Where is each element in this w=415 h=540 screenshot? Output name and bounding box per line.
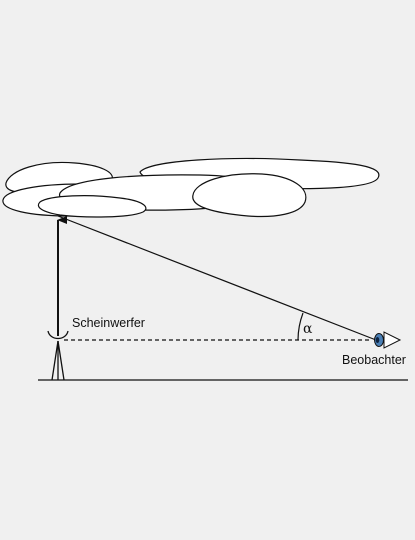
angle-alpha-label: α (303, 321, 313, 337)
searchlight-label: Scheinwerfer (72, 316, 145, 330)
observer-label: Beobachter (342, 353, 406, 367)
searchlight-icon (47, 330, 69, 381)
cloud-right-front (192, 173, 307, 218)
line-of-sight (57, 215, 377, 341)
cloud-layer (2, 157, 380, 218)
angle-arc (297, 312, 304, 341)
cloud-lower-mid (37, 195, 147, 218)
observer-eye-icon (374, 331, 402, 349)
